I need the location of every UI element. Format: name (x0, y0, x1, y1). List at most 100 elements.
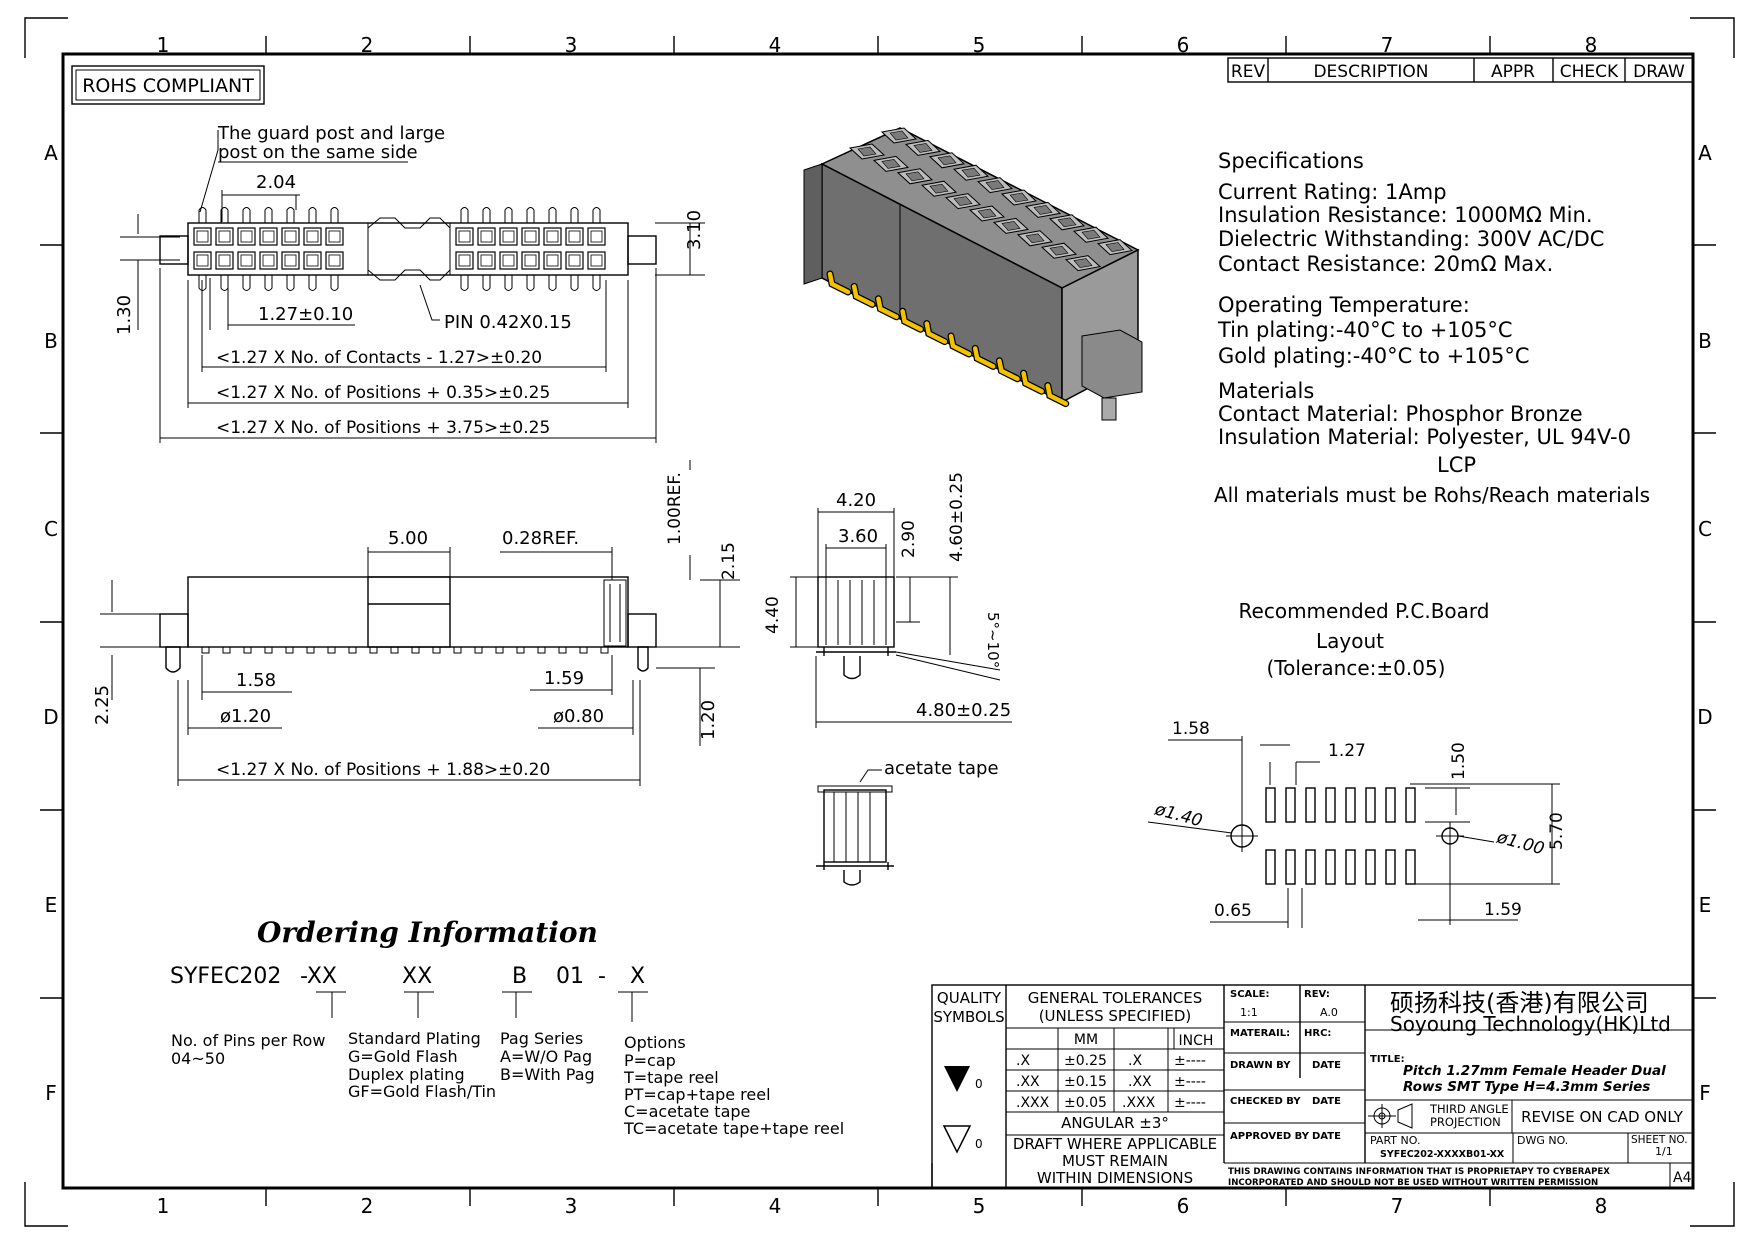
top-view-pins (198, 207, 601, 291)
iso-cavity-inner (1001, 221, 1021, 231)
op-title: Operating Temperature: (1218, 293, 1470, 317)
pcb-pad-top (1405, 787, 1416, 823)
col-bottom-5: 5 (973, 1194, 986, 1218)
side-pin (369, 646, 378, 654)
tb-r3-a: .XXX (1016, 1095, 1050, 1111)
contact-cavity (259, 227, 278, 246)
side-pin (474, 646, 483, 654)
pcb-pads (1265, 787, 1416, 885)
contact-cavity-inner (328, 230, 341, 243)
side-pin (243, 646, 252, 654)
tb-size: A4 (1673, 1170, 1692, 1186)
pcb-pad-top (1345, 787, 1356, 823)
top-view: The guard post and large post on the sam… (114, 123, 705, 443)
col-bottom-3: 3 (565, 1194, 578, 1218)
quality-symbol-filled (944, 1066, 970, 1092)
col2-line-2: G=Gold Flash (348, 1047, 458, 1066)
row-right-b: B (1698, 329, 1712, 353)
col1-line-2: 04~50 (171, 1049, 225, 1068)
row-right-d: D (1697, 705, 1712, 729)
contact-cavity-inner (590, 230, 603, 243)
pcb-pad-bottom (1325, 849, 1336, 885)
side-pin (558, 646, 567, 654)
pin-bottom (264, 275, 273, 291)
iso-pin (997, 358, 1020, 382)
col4-line-5: C=acetate tape (624, 1102, 750, 1121)
tb-r2-a: .XX (1016, 1074, 1040, 1090)
row-right-c: C (1698, 517, 1712, 541)
pin-top (504, 207, 513, 223)
contact-cavity (259, 251, 278, 270)
contact-cavity (193, 227, 212, 246)
contact-cavity (237, 251, 256, 270)
pcb-title-2: Layout (1316, 629, 1384, 653)
tb-title-1: Pitch 1.27mm Female Header Dual (1403, 1063, 1666, 1079)
tb-drawn-lbl: DRAWN BY (1230, 1060, 1291, 1071)
zone-rows: A B C D E F A B C D E F (43, 141, 1712, 1105)
pcb-pad-top (1305, 787, 1316, 823)
side-pin (411, 646, 420, 654)
iso-pin (827, 271, 851, 295)
contact-cavity-inner (524, 230, 537, 243)
order-code-base: SYFEC202 (170, 964, 281, 989)
contact-cavity (521, 251, 540, 270)
tb-sheet-val: 1/1 (1655, 1145, 1673, 1158)
tb-r1-b: ±0.25 (1064, 1053, 1107, 1069)
iso-cavity-inner (1009, 192, 1029, 203)
tb-angular: ANGULAR ±3° (1061, 1114, 1169, 1132)
pcb-dim-d1-40: ø1.40 (1152, 799, 1205, 831)
col-top-5: 5 (973, 33, 986, 57)
row-left-f: F (45, 1081, 57, 1105)
side-pin (600, 646, 609, 654)
pin-top (526, 207, 535, 223)
col-top-8: 8 (1585, 33, 1598, 57)
iso-cavity-inner (889, 130, 909, 141)
pin-top (460, 207, 469, 223)
contact-cavity-inner (240, 254, 253, 267)
contact-cavity-inner (284, 230, 297, 243)
side-pin (327, 646, 336, 654)
col-top-2: 2 (361, 33, 374, 57)
rohs-note: All materials must be Rohs/Reach materia… (1214, 483, 1650, 507)
pcb-dim-1-58: 1.58 (1172, 719, 1210, 739)
tb-drawn-date: DATE (1312, 1060, 1341, 1071)
pin-label: PIN 0.42X0.15 (444, 312, 572, 333)
pcb-title-1: Recommended P.C.Board (1239, 599, 1490, 623)
side-pin (348, 646, 357, 654)
side-view: 5.00 0.28REF. 1.00REF. 2.15 1.58 1.59 ø1… (92, 460, 740, 786)
iso-cavity-inner (1057, 217, 1077, 228)
contact-cavity (499, 251, 518, 270)
iso-cavity-inner (857, 146, 877, 157)
pcb-pad-bottom (1385, 849, 1396, 885)
contact-cavity-inner (590, 254, 603, 267)
iso-cavity-inner (1081, 229, 1101, 240)
col2-line-1: Standard Plating (348, 1029, 481, 1048)
iso-pin (851, 284, 875, 307)
col-bottom-7: 7 (1391, 1194, 1404, 1218)
dim-4-60: 4.60±0.25 (947, 472, 967, 562)
specifications: Specifications Current Rating: 1Amp Insu… (1214, 149, 1650, 507)
tb-approved-lbl: APPROVED BY (1230, 1131, 1310, 1142)
dim-2-90: 2.90 (899, 520, 919, 558)
iso-cavity-inner (1025, 233, 1045, 244)
pcb-pad-top (1365, 787, 1376, 823)
tb-mm: MM (1074, 1032, 1098, 1048)
side-pin (516, 646, 525, 654)
contact-cavity (521, 227, 540, 246)
guard-note-line2: post on the same side (218, 142, 418, 163)
pcb-pad-bottom (1365, 849, 1376, 885)
tb-hrc-lbl: HRC: (1304, 1028, 1331, 1039)
iso-cavity-inner (985, 180, 1005, 190)
contact-cavity-inner (218, 230, 231, 243)
contact-cavity (477, 251, 496, 270)
row-right-f: F (1699, 1081, 1711, 1105)
iso-cavity-inner (905, 171, 925, 182)
col2-line-4: GF=Gold Flash/Tin (348, 1082, 496, 1101)
tb-r2-c: .XX (1128, 1074, 1152, 1090)
dim-positions-a: <1.27 X No. of Positions + 0.35>±0.25 (216, 383, 550, 403)
mat-line-1: Contact Material: Phosphor Bronze (1218, 402, 1583, 426)
iso-pin (1045, 383, 1069, 406)
contact-cavity-inner (458, 230, 471, 243)
contact-cavity-inner (284, 254, 297, 267)
